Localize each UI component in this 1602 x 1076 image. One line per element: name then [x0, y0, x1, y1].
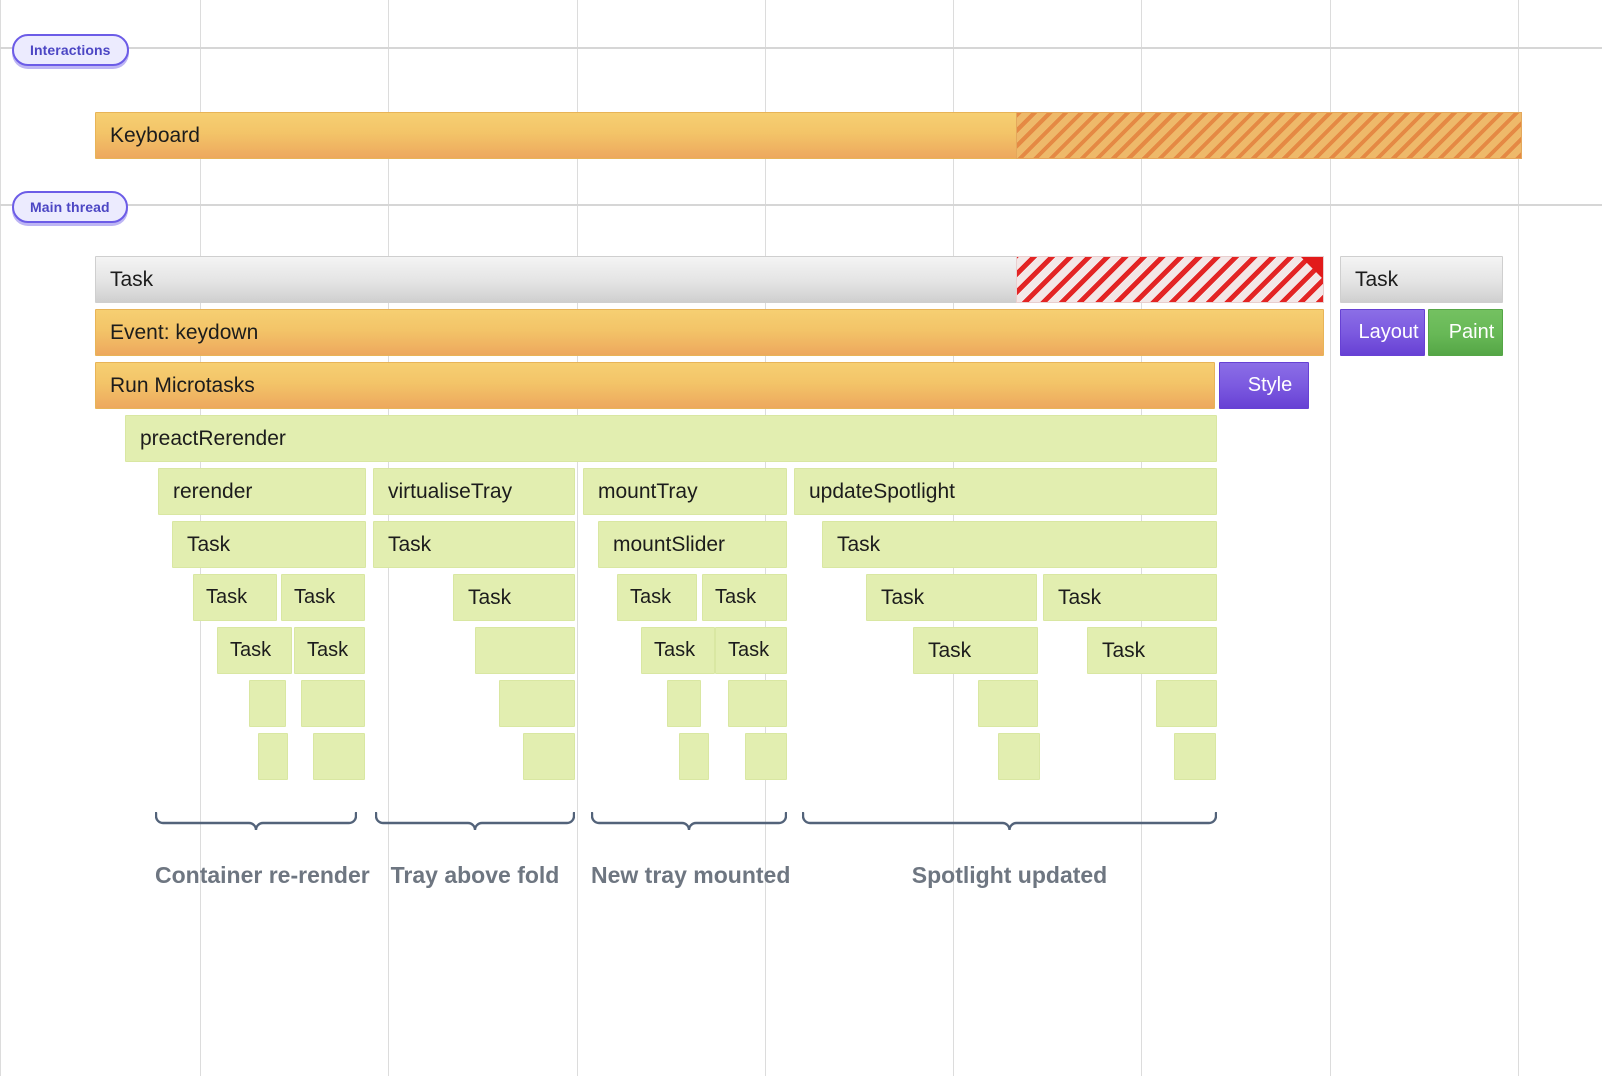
flame-block-task-d7-6[interactable]: Task	[1087, 627, 1217, 674]
brace-icon	[374, 811, 576, 831]
flame-block-task-d7-1[interactable]: Task	[294, 627, 365, 674]
track-separator-main-thread	[0, 204, 1602, 206]
block-label: Event: keydown	[110, 320, 259, 344]
flame-block-run-microtasks-d2-0[interactable]: Run Microtasks	[95, 362, 1215, 409]
block-label: preactRerender	[140, 426, 286, 450]
flame-block-task-d6-1[interactable]: Task	[281, 574, 365, 621]
flame-block-style-d2-1[interactable]: Style	[1219, 362, 1309, 409]
block-label: Task	[388, 532, 432, 556]
block-label: rerender	[173, 479, 253, 503]
gridline-3	[577, 0, 578, 1076]
flame-block-paint-d1-2[interactable]: Paint	[1428, 309, 1503, 356]
flame-block-mountslider-d5-2[interactable]: mountSlider	[598, 521, 787, 568]
flame-block-unlabeled-d9-0[interactable]	[258, 733, 288, 780]
block-label: Task	[187, 532, 231, 556]
gridline-0	[0, 0, 1, 1076]
flame-block-task-d6-4[interactable]: Task	[702, 574, 787, 621]
annotation-group-1	[374, 811, 576, 842]
flame-block-task-d7-5[interactable]: Task	[913, 627, 1038, 674]
block-label: Task	[1102, 638, 1146, 662]
gridline-7	[1330, 0, 1331, 1076]
flame-block-unlabeled-d8-4[interactable]	[728, 680, 787, 727]
flame-block-virtualisetray-d4-1[interactable]: virtualiseTray	[373, 468, 575, 515]
annotation-label-0: Container re-render	[155, 862, 370, 888]
block-label: updateSpotlight	[809, 479, 955, 503]
block-label: Paint	[1448, 321, 1495, 343]
track-badge-label: Interactions	[30, 42, 111, 58]
brace-icon	[801, 811, 1218, 831]
flame-block-event-keydown-d1-0[interactable]: Event: keydown	[95, 309, 1324, 356]
brace-icon	[154, 811, 358, 831]
block-label: Task	[468, 585, 512, 609]
flame-block-unlabeled-d8-2[interactable]	[499, 680, 575, 727]
block-label: mountTray	[598, 479, 698, 503]
flame-block-task-d5-1[interactable]: Task	[373, 521, 575, 568]
block-label: Task	[294, 586, 336, 608]
block-label: Task	[715, 586, 757, 608]
block-label: Layout	[1358, 321, 1419, 343]
brace-icon	[590, 811, 788, 831]
annotation-label-2: New tray mounted	[591, 862, 791, 888]
block-label: Keyboard	[110, 123, 200, 147]
flame-block-unlabeled-d9-4[interactable]	[745, 733, 787, 780]
annotation-label-3: Spotlight updated	[911, 862, 1108, 888]
track-badge-label: Main thread	[30, 199, 110, 215]
flame-block-layout-d1-1[interactable]: Layout	[1340, 309, 1425, 356]
block-label: Task	[110, 267, 154, 291]
flame-block-unlabeled-d7-2[interactable]	[475, 627, 575, 674]
block-label: Task	[1058, 585, 1102, 609]
flame-block-task-d6-3[interactable]: Task	[617, 574, 697, 621]
block-label: mountSlider	[613, 532, 726, 556]
flame-block-task-d0-1[interactable]: Task	[1340, 256, 1503, 303]
flame-block-unlabeled-d9-2[interactable]	[523, 733, 575, 780]
gridline-8	[1518, 0, 1519, 1076]
block-label: Task	[307, 639, 349, 661]
block-label: Task	[837, 532, 881, 556]
hatch-overlay-overrun	[1016, 112, 1522, 159]
flame-block-unlabeled-d8-3[interactable]	[667, 680, 701, 727]
flame-block-task-d6-5[interactable]: Task	[866, 574, 1037, 621]
block-label: Run Microtasks	[110, 373, 255, 397]
flame-block-task-d7-0[interactable]: Task	[217, 627, 292, 674]
flame-block-task-d7-3[interactable]: Task	[641, 627, 715, 674]
flame-block-unlabeled-d9-6[interactable]	[1174, 733, 1216, 780]
flame-block-updatespotlight-d4-3[interactable]: updateSpotlight	[794, 468, 1217, 515]
track-separator-interactions	[0, 47, 1602, 49]
flame-block-rerender-d4-0[interactable]: rerender	[158, 468, 366, 515]
block-label: Task	[630, 586, 672, 608]
block-label: Task	[654, 639, 696, 661]
annotation-group-0	[154, 811, 358, 842]
flame-block-task-d5-0[interactable]: Task	[172, 521, 366, 568]
block-label: Task	[728, 639, 770, 661]
long-task-warning-icon	[1301, 257, 1323, 279]
block-label: Task	[1355, 267, 1399, 291]
flame-block-unlabeled-d9-1[interactable]	[313, 733, 365, 780]
flame-block-unlabeled-d8-6[interactable]	[1156, 680, 1217, 727]
flame-block-task-d5-3[interactable]: Task	[822, 521, 1217, 568]
flame-block-unlabeled-d9-3[interactable]	[679, 733, 709, 780]
flame-block-preactrerender-d3-0[interactable]: preactRerender	[125, 415, 1217, 462]
track-badge-main-thread[interactable]: Main thread	[12, 191, 128, 223]
track-badge-interactions[interactable]: Interactions	[12, 34, 129, 66]
hatch-overlay-long-task	[1016, 256, 1324, 303]
flame-block-mounttray-d4-2[interactable]: mountTray	[583, 468, 787, 515]
annotation-group-3	[801, 811, 1218, 842]
annotation-group-2	[590, 811, 788, 842]
flame-block-task-d6-0[interactable]: Task	[193, 574, 277, 621]
block-label: Task	[230, 639, 272, 661]
flame-block-unlabeled-d9-5[interactable]	[998, 733, 1040, 780]
flame-block-unlabeled-d8-5[interactable]	[978, 680, 1038, 727]
flame-block-task-d7-4[interactable]: Task	[715, 627, 787, 674]
flame-block-unlabeled-d8-0[interactable]	[249, 680, 286, 727]
block-label: Task	[206, 586, 248, 608]
block-label: Task	[928, 638, 972, 662]
flame-block-task-d6-2[interactable]: Task	[453, 574, 575, 621]
block-label: Task	[881, 585, 925, 609]
flame-block-unlabeled-d8-1[interactable]	[301, 680, 365, 727]
annotation-label-1: Tray above fold	[390, 862, 560, 888]
block-label: virtualiseTray	[388, 479, 513, 503]
flame-block-task-d6-6[interactable]: Task	[1043, 574, 1217, 621]
block-label: Style	[1247, 374, 1293, 396]
